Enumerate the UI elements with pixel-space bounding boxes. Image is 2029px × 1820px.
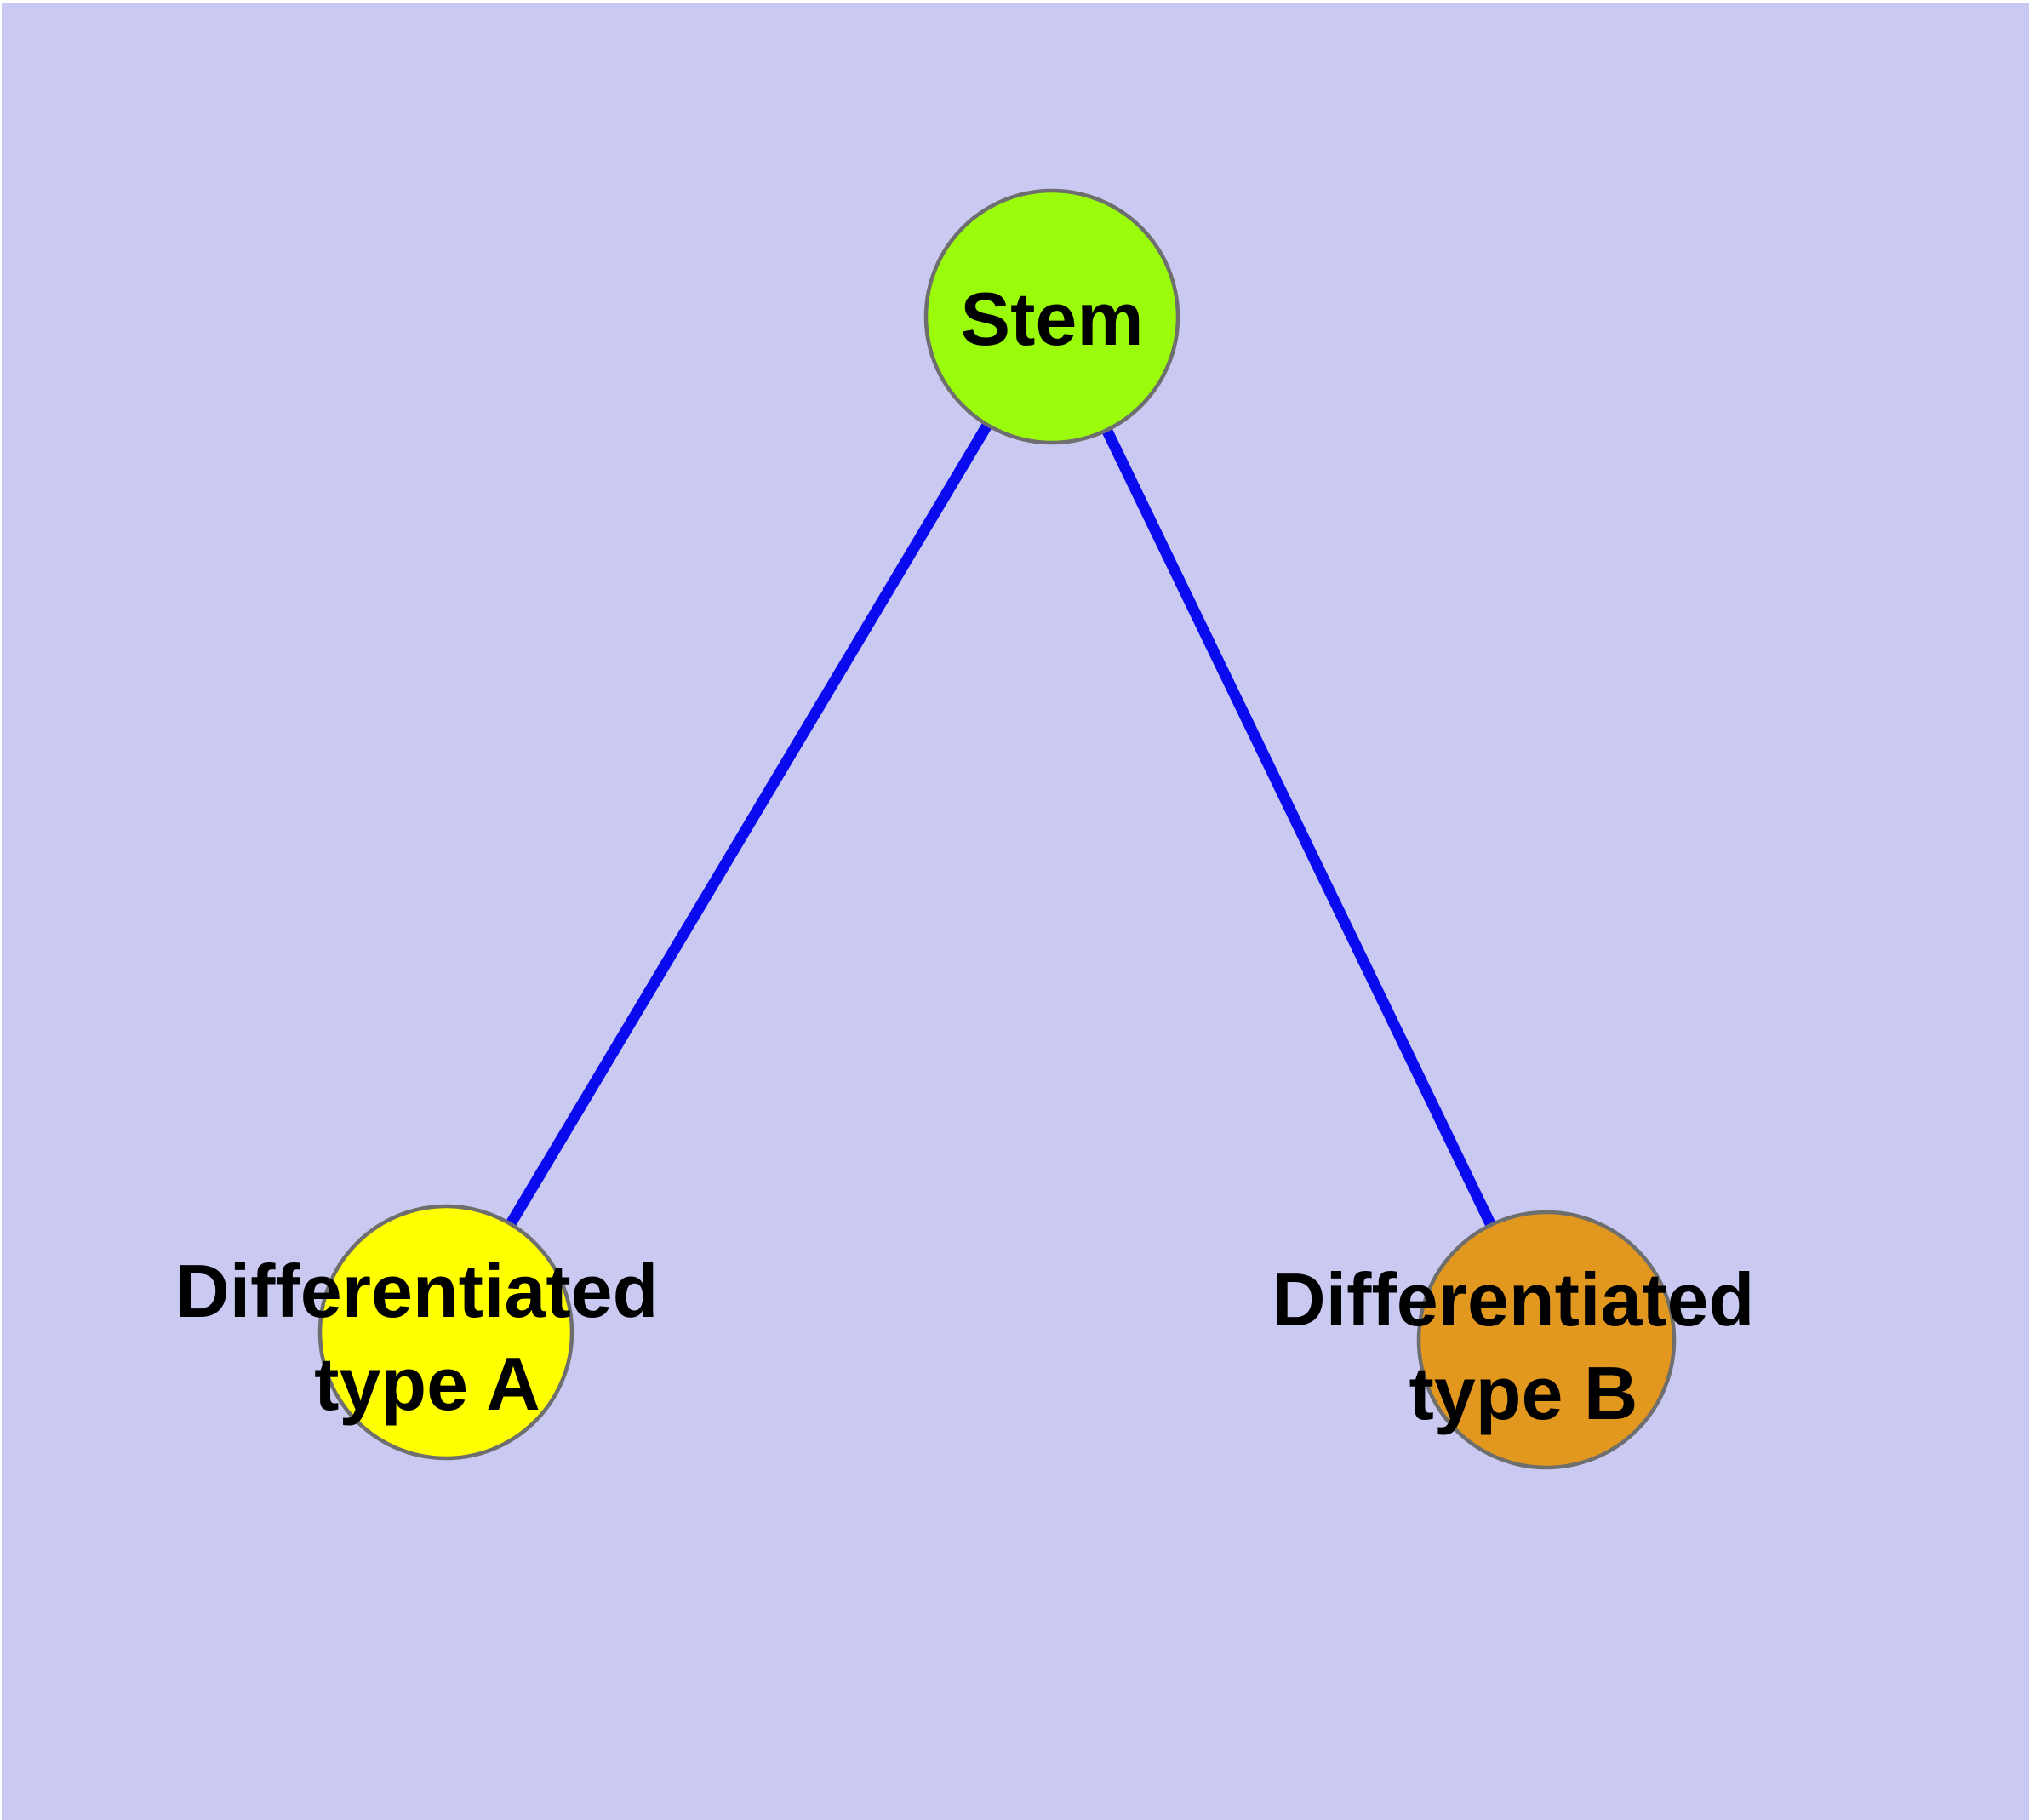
edge-group: [441, 313, 1552, 1342]
node-type-b-label-line2: type B: [1409, 1351, 1638, 1435]
edge-stem-to-type-a: [441, 313, 1057, 1336]
node-type-b-label-line1: Differentiated: [1272, 1257, 1754, 1342]
edge-stem-to-type-b: [1047, 314, 1552, 1342]
node-stem-label: Stem: [960, 277, 1143, 361]
node-type-b-circle: [1416, 1210, 1677, 1470]
node-type-a: Differentiated type A: [175, 1204, 679, 1461]
node-stem-circle: [923, 188, 1180, 445]
node-type-a-label: Differentiated type A: [175, 1249, 679, 1426]
node-type-b-label: Differentiated type B: [1272, 1257, 1775, 1435]
node-type-a-circle: [317, 1204, 574, 1461]
node-type-a-label-line2: type A: [314, 1342, 540, 1426]
node-type-b: Differentiated type B: [1272, 1210, 1775, 1470]
node-stem: Stem: [923, 188, 1180, 445]
node-type-a-label-line1: Differentiated: [175, 1249, 658, 1333]
